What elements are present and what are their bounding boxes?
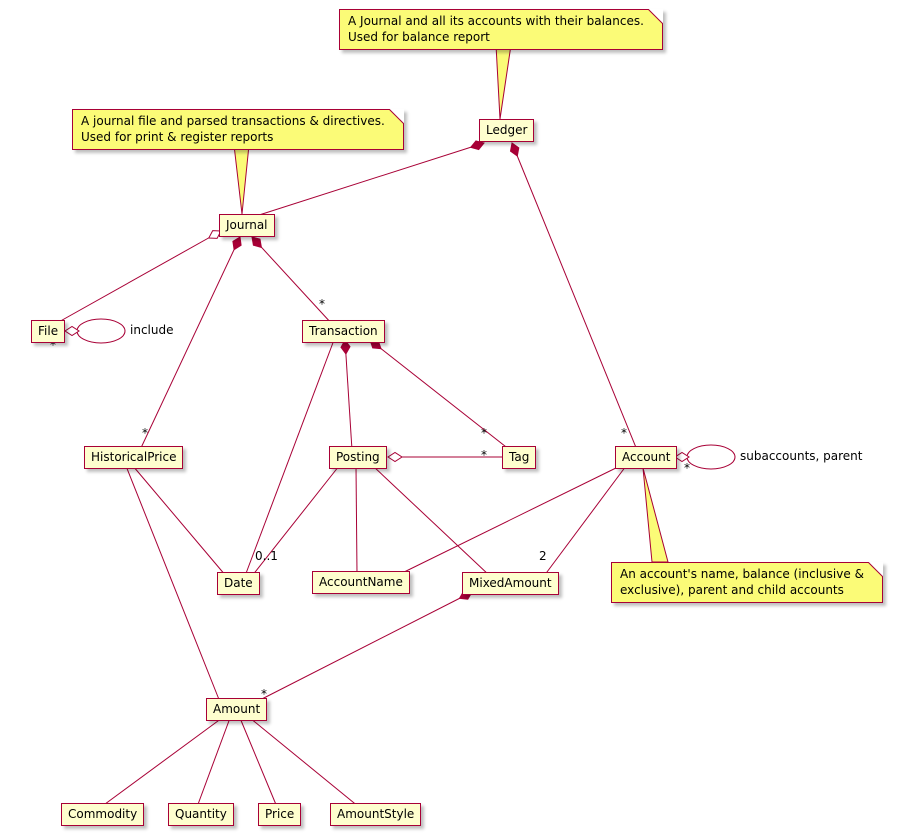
- class-node-amount: Amount: [206, 698, 268, 721]
- class-node-mixedamount: MixedAmount: [462, 572, 559, 595]
- class-node-journal: Journal: [219, 214, 275, 237]
- class-name-amount: Amount: [213, 702, 261, 716]
- note-fold-line: [388, 109, 404, 124]
- class-name-quantity: Quantity: [175, 807, 227, 821]
- edge-label-subaccounts-parent: subaccounts, parent: [740, 449, 863, 463]
- class-node-file: File: [31, 320, 66, 343]
- multiplicity-account-mixedamount: 2: [539, 549, 547, 563]
- file-self-loop: [76, 318, 126, 344]
- class-node-amountstyle: AmountStyle: [330, 803, 422, 826]
- edge-posting-mixedamount: [372, 465, 491, 577]
- class-node-commodity: Commodity: [61, 803, 145, 826]
- aggregation-diamond-journal-file: [207, 230, 222, 239]
- note-journal-text: A journal file and parsed transactions &…: [81, 114, 385, 144]
- aggregation-diamond-file-loop: [64, 325, 80, 337]
- composition-diamond-ledger-account: [509, 142, 520, 157]
- edge-mixedamount-amount: [255, 591, 473, 703]
- class-name-file: File: [38, 324, 59, 338]
- edge-historicalprice-amount: [125, 465, 221, 703]
- edge-historicalprice-date: [132, 465, 227, 577]
- class-node-accountname: AccountName: [312, 571, 410, 594]
- note-pointer-journal: [233, 144, 250, 215]
- class-name-commodity: Commodity: [68, 807, 138, 821]
- note-fold-icon: [388, 109, 404, 124]
- class-node-ledger: Ledger: [479, 119, 535, 142]
- edge-amount-amountstyle: [249, 717, 360, 808]
- class-name-transaction: Transaction: [309, 324, 378, 338]
- edge-amount-commodity: [100, 717, 223, 808]
- edge-journal-file: [47, 230, 222, 329]
- class-name-account: Account: [622, 450, 671, 464]
- note-fold-icon: [867, 562, 883, 577]
- note-fold-icon: [647, 9, 663, 24]
- note-fold-line: [867, 562, 883, 577]
- edge-journal-transaction: [251, 236, 333, 325]
- class-name-price: Price: [265, 807, 295, 821]
- note-account-text: An account's name, balance (inclusive & …: [620, 567, 864, 597]
- multiplicity-posting-tag: *: [481, 448, 487, 462]
- multiplicity-transaction-tag: *: [481, 426, 487, 440]
- multiplicity-journal-historicalprice: *: [142, 426, 148, 440]
- class-node-date: Date: [217, 572, 260, 595]
- multiplicity-mixedamount-amount: *: [261, 687, 267, 701]
- class-node-transaction: Transaction: [302, 320, 385, 343]
- class-name-historicalprice: HistoricalPrice: [91, 450, 177, 464]
- note-ledger: A Journal and all its accounts with thei…: [339, 9, 663, 51]
- class-name-posting: Posting: [336, 450, 380, 464]
- composition-diamond-journal-historicalprice: [232, 236, 242, 251]
- class-name-accountname: AccountName: [319, 575, 403, 589]
- edge-transaction-tag: [369, 339, 511, 451]
- multiplicity-ledger-account: *: [621, 426, 627, 440]
- account-self-loop: [686, 444, 736, 470]
- class-node-quantity: Quantity: [168, 803, 234, 826]
- edge-ledger-journal: [255, 142, 485, 217]
- edge-lines: [47, 142, 736, 808]
- class-name-mixedamount: MixedAmount: [469, 576, 552, 590]
- multiplicity-account-loop: *: [684, 461, 690, 475]
- edge-amount-price: [239, 717, 278, 808]
- aggregation-diamond-posting-tag: [387, 451, 403, 463]
- note-pointer-account: [642, 467, 669, 563]
- edge-amount-quantity: [196, 717, 231, 808]
- class-node-tag: Tag: [502, 446, 537, 469]
- class-name-amountstyle: AmountStyle: [337, 807, 415, 821]
- note-account: An account's name, balance (inclusive & …: [611, 562, 883, 604]
- class-name-tag: Tag: [509, 450, 530, 464]
- class-node-account: Account: [615, 446, 678, 469]
- class-node-historicalprice: HistoricalPrice: [84, 446, 184, 469]
- note-ledger-text: A Journal and all its accounts with thei…: [348, 14, 644, 44]
- class-node-posting: Posting: [329, 446, 387, 469]
- relationship-diamonds: [64, 140, 690, 600]
- multiplicity-file-loop: *: [50, 338, 56, 352]
- composition-diamond-journal-transaction: [251, 236, 263, 249]
- edge-journal-historicalprice: [139, 236, 241, 451]
- note-journal: A journal file and parsed transactions &…: [72, 109, 404, 151]
- composition-diamond-transaction-posting: [340, 339, 351, 355]
- multiplicity-journal-transaction: *: [319, 297, 325, 311]
- class-name-date: Date: [224, 576, 253, 590]
- edge-transaction-posting: [344, 339, 353, 451]
- class-name-journal: Journal: [226, 218, 268, 232]
- class-node-price: Price: [258, 803, 302, 826]
- edge-posting-accountname: [355, 465, 358, 575]
- edge-account-mixedamount: [543, 465, 627, 577]
- edge-ledger-account: [511, 142, 638, 451]
- class-name-ledger: Ledger: [486, 123, 528, 137]
- edge-transaction-date: [244, 339, 335, 577]
- edge-account-accountname: [395, 465, 621, 577]
- composition-diamond-ledger-journal: [469, 140, 485, 151]
- note-pointer-ledger: [495, 44, 512, 120]
- note-fold-line: [647, 9, 663, 24]
- aggregation-diamond-account-loop: [674, 451, 690, 463]
- multiplicity-posting-date: 0..1: [255, 549, 278, 563]
- edge-label-include: include: [130, 323, 174, 337]
- note-pointers: [233, 44, 669, 563]
- edge-posting-date: [251, 465, 340, 577]
